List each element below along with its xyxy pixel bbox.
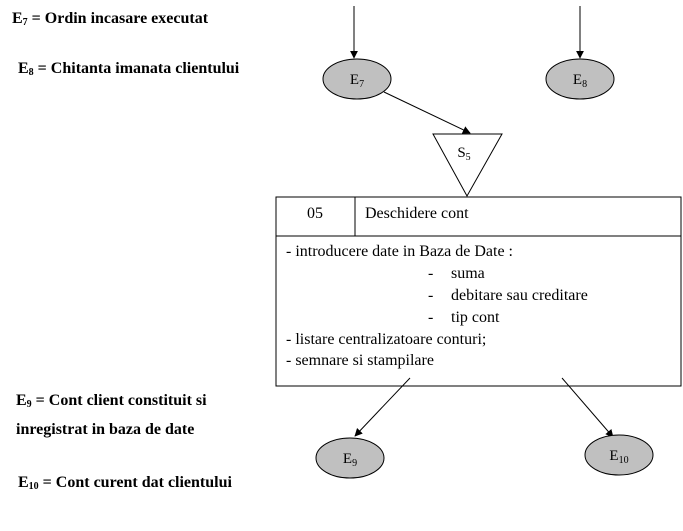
process-code: 05 — [307, 205, 323, 222]
arrow-box-to-e10 — [561, 377, 614, 438]
legend-e7-text: = Ordin incasare executat — [31, 10, 209, 27]
legend-e10-text: = Cont curent dat clientului — [42, 474, 232, 491]
node-e9: E9 — [315, 437, 385, 479]
node-e10-sub: 10 — [619, 455, 629, 466]
legend-e10-sym: E — [18, 474, 29, 491]
svg-text:E8: E8 — [573, 72, 587, 90]
process-line-suma: suma — [451, 265, 485, 282]
node-e8: E8 — [545, 58, 615, 100]
process-line-tip-cont: tip cont — [451, 309, 500, 326]
arrow-box-to-e9 — [354, 377, 411, 437]
node-e7: E7 — [322, 58, 392, 100]
node-s5-sub: 5 — [466, 152, 471, 163]
node-e7-sym: E — [350, 72, 359, 88]
legend-e10-sub: 10 — [28, 481, 39, 492]
legend-e7-sub: 7 — [22, 17, 28, 28]
legend-e9-sub: 9 — [26, 399, 32, 410]
svg-text:E9: E9 — [343, 451, 357, 469]
legend-e9: E9 = Cont client constituit si inregistr… — [16, 388, 207, 442]
process-box: 05 Deschidere cont - introducere date in… — [275, 196, 682, 387]
process-bullet-2: - — [428, 287, 433, 304]
process-title: Deschidere cont — [365, 205, 469, 222]
svg-text:S5: S5 — [457, 145, 470, 163]
svg-text:E10: E10 — [609, 448, 628, 466]
legend-e7-sym: E — [12, 10, 23, 27]
legend-e8: E8 = Chitanta imanata clientului — [18, 56, 239, 85]
node-e8-sym: E — [573, 72, 582, 88]
legend-e9-sym: E — [16, 392, 27, 409]
legend-e10: E10 = Cont curent dat clientului — [18, 470, 232, 499]
legend-e8-sym: E — [18, 60, 29, 77]
process-line-listare: - listare centralizatoare conturi; — [286, 331, 486, 348]
process-bullet-1: - — [428, 265, 433, 282]
legend-e8-sub: 8 — [28, 67, 34, 78]
node-e8-sub: 8 — [582, 79, 587, 90]
process-line-semnare: - semnare si stampilare — [286, 352, 434, 369]
legend-e7: E7 = Ordin incasare executat — [12, 6, 208, 35]
node-e9-sub: 9 — [352, 458, 357, 469]
process-line-1: - introducere date in Baza de Date : — [286, 243, 513, 260]
svg-text:E7: E7 — [350, 72, 364, 90]
arrow-e7-to-s5 — [383, 91, 471, 134]
legend-e9-text: = Cont client constituit si — [35, 392, 207, 409]
node-s5: S5 — [432, 133, 503, 198]
process-line-debitare: debitare sau creditare — [451, 287, 588, 304]
node-s5-sym: S — [457, 145, 465, 161]
legend-e8-text: = Chitanta imanata clientului — [37, 60, 240, 77]
node-e10: E10 — [584, 434, 654, 476]
node-e9-sym: E — [343, 451, 352, 467]
node-e7-sub: 7 — [359, 79, 364, 90]
node-e10-sym: E — [609, 448, 618, 464]
process-bullet-3: - — [428, 309, 433, 326]
legend-e9-text-2: inregistrat in baza de date — [16, 421, 195, 438]
